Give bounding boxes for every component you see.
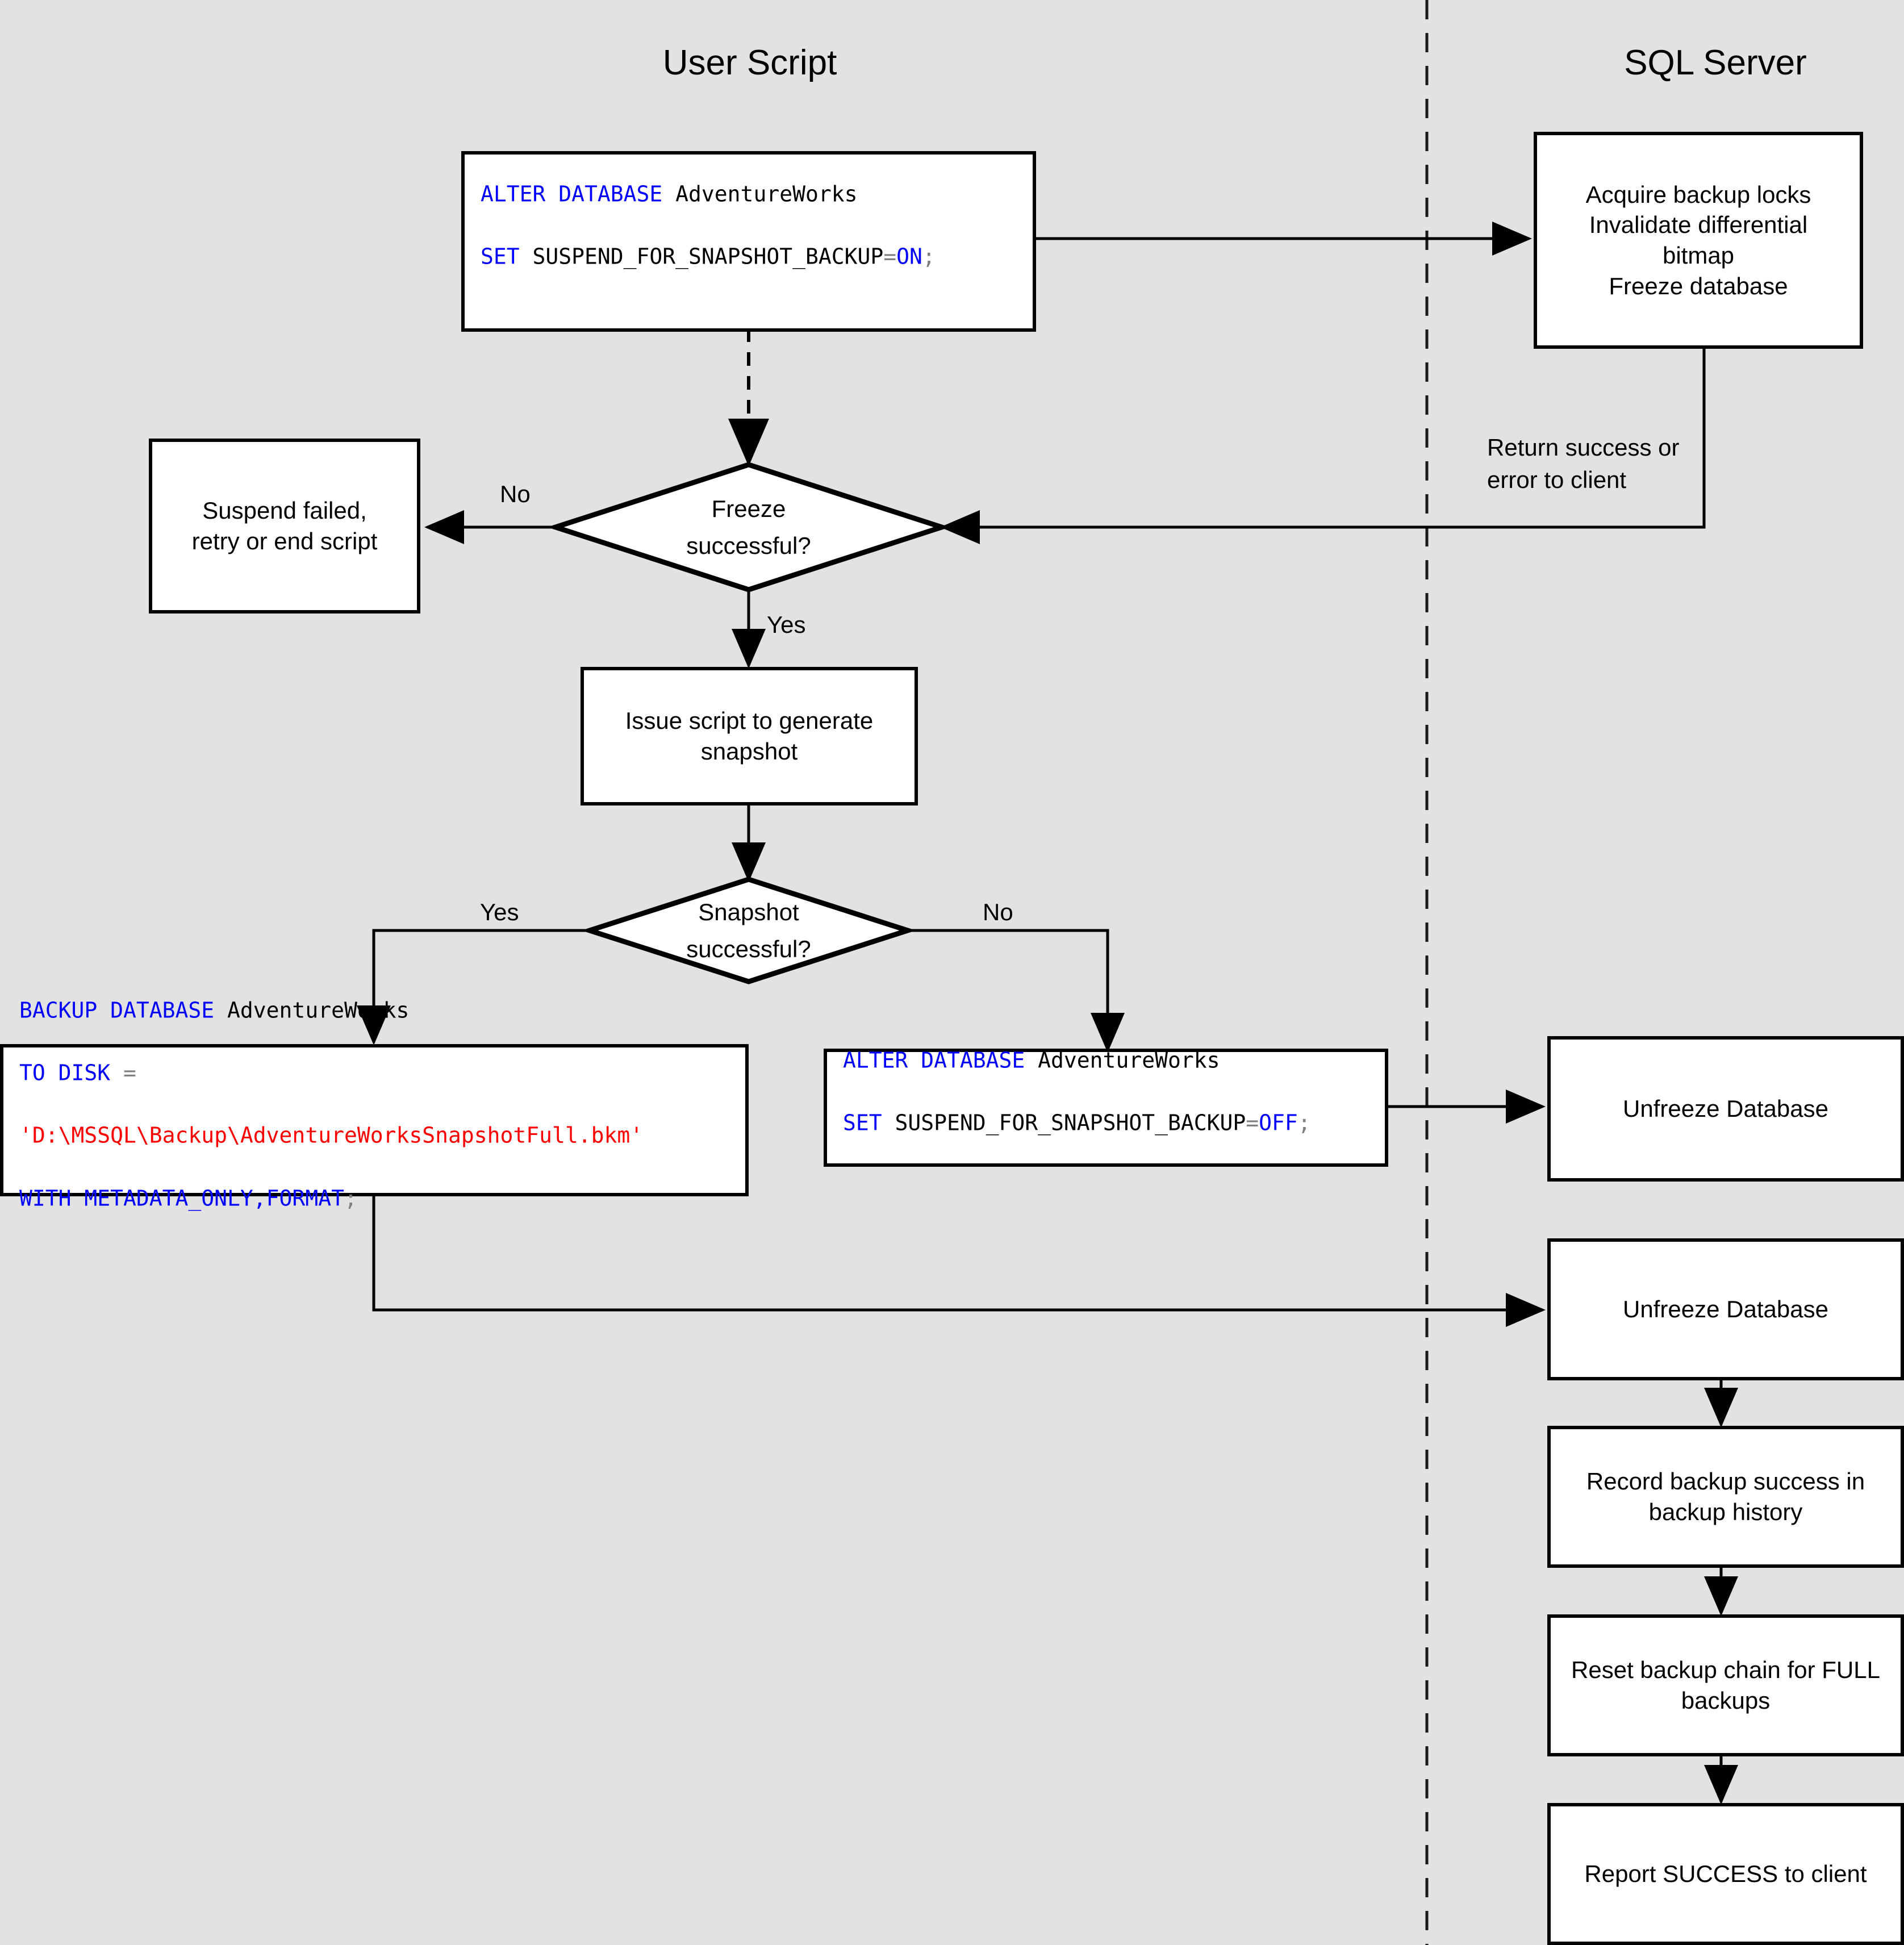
freeze-decision-line-1: Freeze — [711, 495, 786, 522]
suspend-failed-line-1: Suspend failed, — [202, 497, 367, 524]
acquire-backup-locks-node[interactable]: Acquire backup locks Invalidate differen… — [1534, 132, 1863, 349]
alter-database-off-node[interactable]: ALTER DATABASE AdventureWorks SET SUSPEN… — [824, 1047, 1388, 1167]
alter-on-line1-keyword: ALTER DATABASE — [481, 181, 676, 207]
reset-chain-line-1: Reset backup chain for FULL — [1571, 1656, 1880, 1684]
edge-label-freeze-no: No — [500, 481, 531, 507]
freeze-decision-line-2: successful? — [686, 532, 811, 559]
acquire-locks-line-4: Freeze database — [1609, 272, 1788, 299]
backup-line1-identifier: AdventureWorks — [227, 997, 410, 1023]
backup-line4-keyword: WITH METADATA_ONLY,FORMAT — [19, 1186, 344, 1211]
backup-line2-operator: = — [123, 1060, 136, 1086]
alter-off-line1-keyword: ALTER DATABASE — [843, 1047, 1038, 1073]
edge-return-to-freeze — [940, 348, 1706, 544]
snapshot-decision-shape — [581, 876, 916, 984]
record-backup-success-node[interactable]: Record backup success in backup history — [1547, 1426, 1904, 1568]
swimlane-title-sql-server: SQL Server — [1624, 43, 1807, 82]
alter-on-line2-value: ON — [896, 244, 922, 269]
alter-on-line2-keyword: SET — [481, 244, 533, 269]
alter-off-line2-keyword: SET — [843, 1111, 895, 1136]
report-success-label: Report SUCCESS to client — [1584, 1860, 1867, 1888]
freeze-decision-shape — [547, 462, 950, 592]
alter-off-line2-operator: = — [1246, 1111, 1259, 1136]
alter-on-line2-option: SUSPEND_FOR_SNAPSHOT_BACKUP — [532, 244, 884, 269]
unfreeze-2-label: Unfreeze Database — [1623, 1296, 1828, 1323]
alter-on-line2-semicolon: ; — [922, 244, 936, 269]
edge-label-freeze-yes: Yes — [767, 611, 806, 638]
backup-line4-semicolon: ; — [344, 1186, 357, 1211]
alter-off-line1-identifier: AdventureWorks — [1038, 1047, 1220, 1073]
backup-line2-keyword: TO DISK — [19, 1060, 124, 1086]
edge-snapshot-no — [909, 929, 1125, 1053]
unfreeze-1-label: Unfreeze Database — [1623, 1095, 1828, 1122]
alter-off-line2-value: OFF — [1259, 1111, 1298, 1136]
alter-on-line1-identifier: AdventureWorks — [675, 181, 858, 207]
edge-label-snapshot-yes: Yes — [480, 899, 519, 925]
acquire-locks-line-1: Acquire backup locks — [1585, 181, 1811, 208]
backup-database-node[interactable]: BACKUP DATABASE AdventureWorks TO DISK =… — [0, 998, 749, 1211]
suspend-failed-line-2: retry or end script — [191, 528, 378, 554]
edge-snapshot-yes — [357, 929, 588, 1045]
freeze-decision-node[interactable]: Freeze successful? — [556, 465, 942, 590]
unfreeze-database-node-1[interactable]: Unfreeze Database — [1547, 1036, 1904, 1182]
suspend-failed-node[interactable]: Suspend failed, retry or end script — [149, 439, 420, 613]
edge-backup-to-unfreeze2 — [372, 1196, 1546, 1327]
issue-script-node[interactable]: Issue script to generate snapshot — [581, 667, 918, 805]
alter-off-line2-semicolon: ; — [1297, 1111, 1311, 1136]
snapshot-decision-line-1: Snapshot — [698, 898, 799, 925]
unfreeze-database-node-2[interactable]: Unfreeze Database — [1547, 1238, 1904, 1380]
report-success-node[interactable]: Report SUCCESS to client — [1547, 1803, 1904, 1945]
record-backup-line-1: Record backup success in — [1586, 1468, 1865, 1495]
alter-database-on-node[interactable]: ALTER DATABASE AdventureWorks SET SUSPEN… — [461, 151, 1036, 332]
record-backup-line-2: backup history — [1648, 1499, 1803, 1525]
edge-label-snapshot-no: No — [983, 899, 1013, 925]
edge-label-return-to-client: Return success or error to client — [1487, 434, 1680, 493]
issue-script-line-1: Issue script to generate — [625, 707, 874, 734]
snapshot-decision-line-2: successful? — [686, 936, 811, 962]
reset-chain-line-2: backups — [1681, 1687, 1771, 1714]
backup-line1-keyword: BACKUP DATABASE — [19, 997, 228, 1023]
acquire-locks-line-3: bitmap — [1662, 242, 1735, 269]
reset-backup-chain-node[interactable]: Reset backup chain for FULL backups — [1547, 1614, 1904, 1756]
swimlane-title-user-script: User Script — [662, 43, 837, 82]
alter-off-line2-option: SUSPEND_FOR_SNAPSHOT_BACKUP — [895, 1111, 1246, 1136]
freeze-decision-label: Freeze successful? — [556, 465, 942, 590]
issue-script-line-2: snapshot — [700, 738, 798, 765]
alter-on-line2-operator: = — [883, 244, 897, 269]
backup-line3-path-string: 'D:\MSSQL\Backup\AdventureWorksSnapshotF… — [19, 1123, 644, 1148]
acquire-locks-line-2: Invalidate differential — [1589, 211, 1808, 239]
